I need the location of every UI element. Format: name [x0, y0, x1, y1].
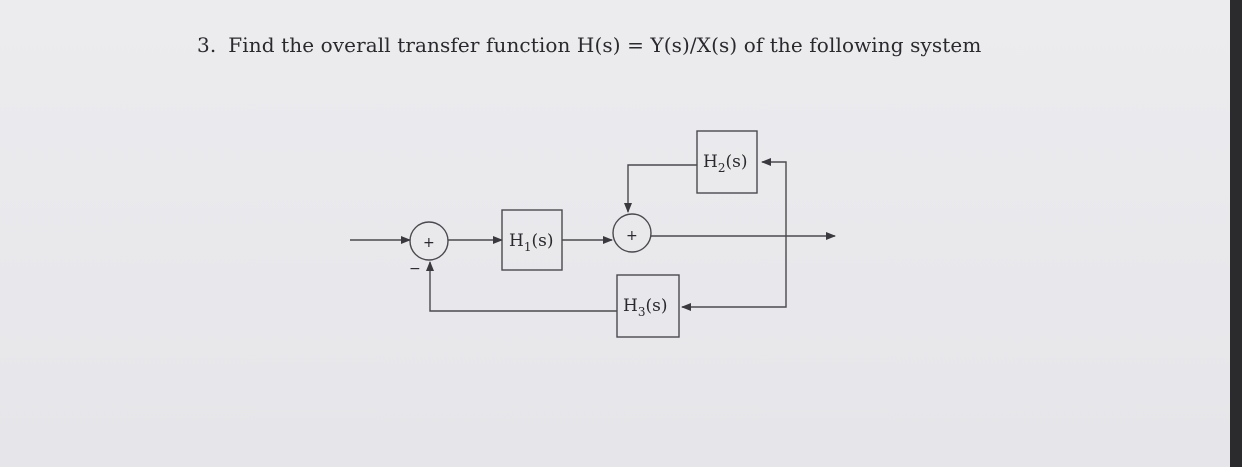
- block-h1: [501, 209, 563, 271]
- block-h3: [616, 274, 680, 338]
- block-h2-label: H2(s): [703, 152, 747, 175]
- h2-to-sum2-path: [624, 164, 697, 213]
- block-h2: [696, 130, 758, 194]
- question-statement: Find the overall transfer function H(s) …: [228, 33, 982, 57]
- block-h3-label: H3(s): [623, 296, 667, 319]
- sum1-plus-sign: +: [423, 235, 435, 251]
- summing-junction-2: [612, 213, 652, 253]
- h3-feedback-path: [681, 236, 787, 311]
- sum2-plus-sign: +: [626, 228, 638, 244]
- block-h1-label: H1(s): [509, 231, 553, 254]
- sum1-minus-sign: −: [409, 261, 421, 277]
- page-edge: [1230, 0, 1242, 467]
- question-text: 3. Find the overall transfer function H(s…: [197, 33, 981, 57]
- question-number: 3.: [197, 33, 217, 57]
- h3-to-sum1-path: [426, 261, 617, 312]
- h2-feedback-path: [761, 158, 787, 236]
- summing-junction-1: [409, 221, 449, 261]
